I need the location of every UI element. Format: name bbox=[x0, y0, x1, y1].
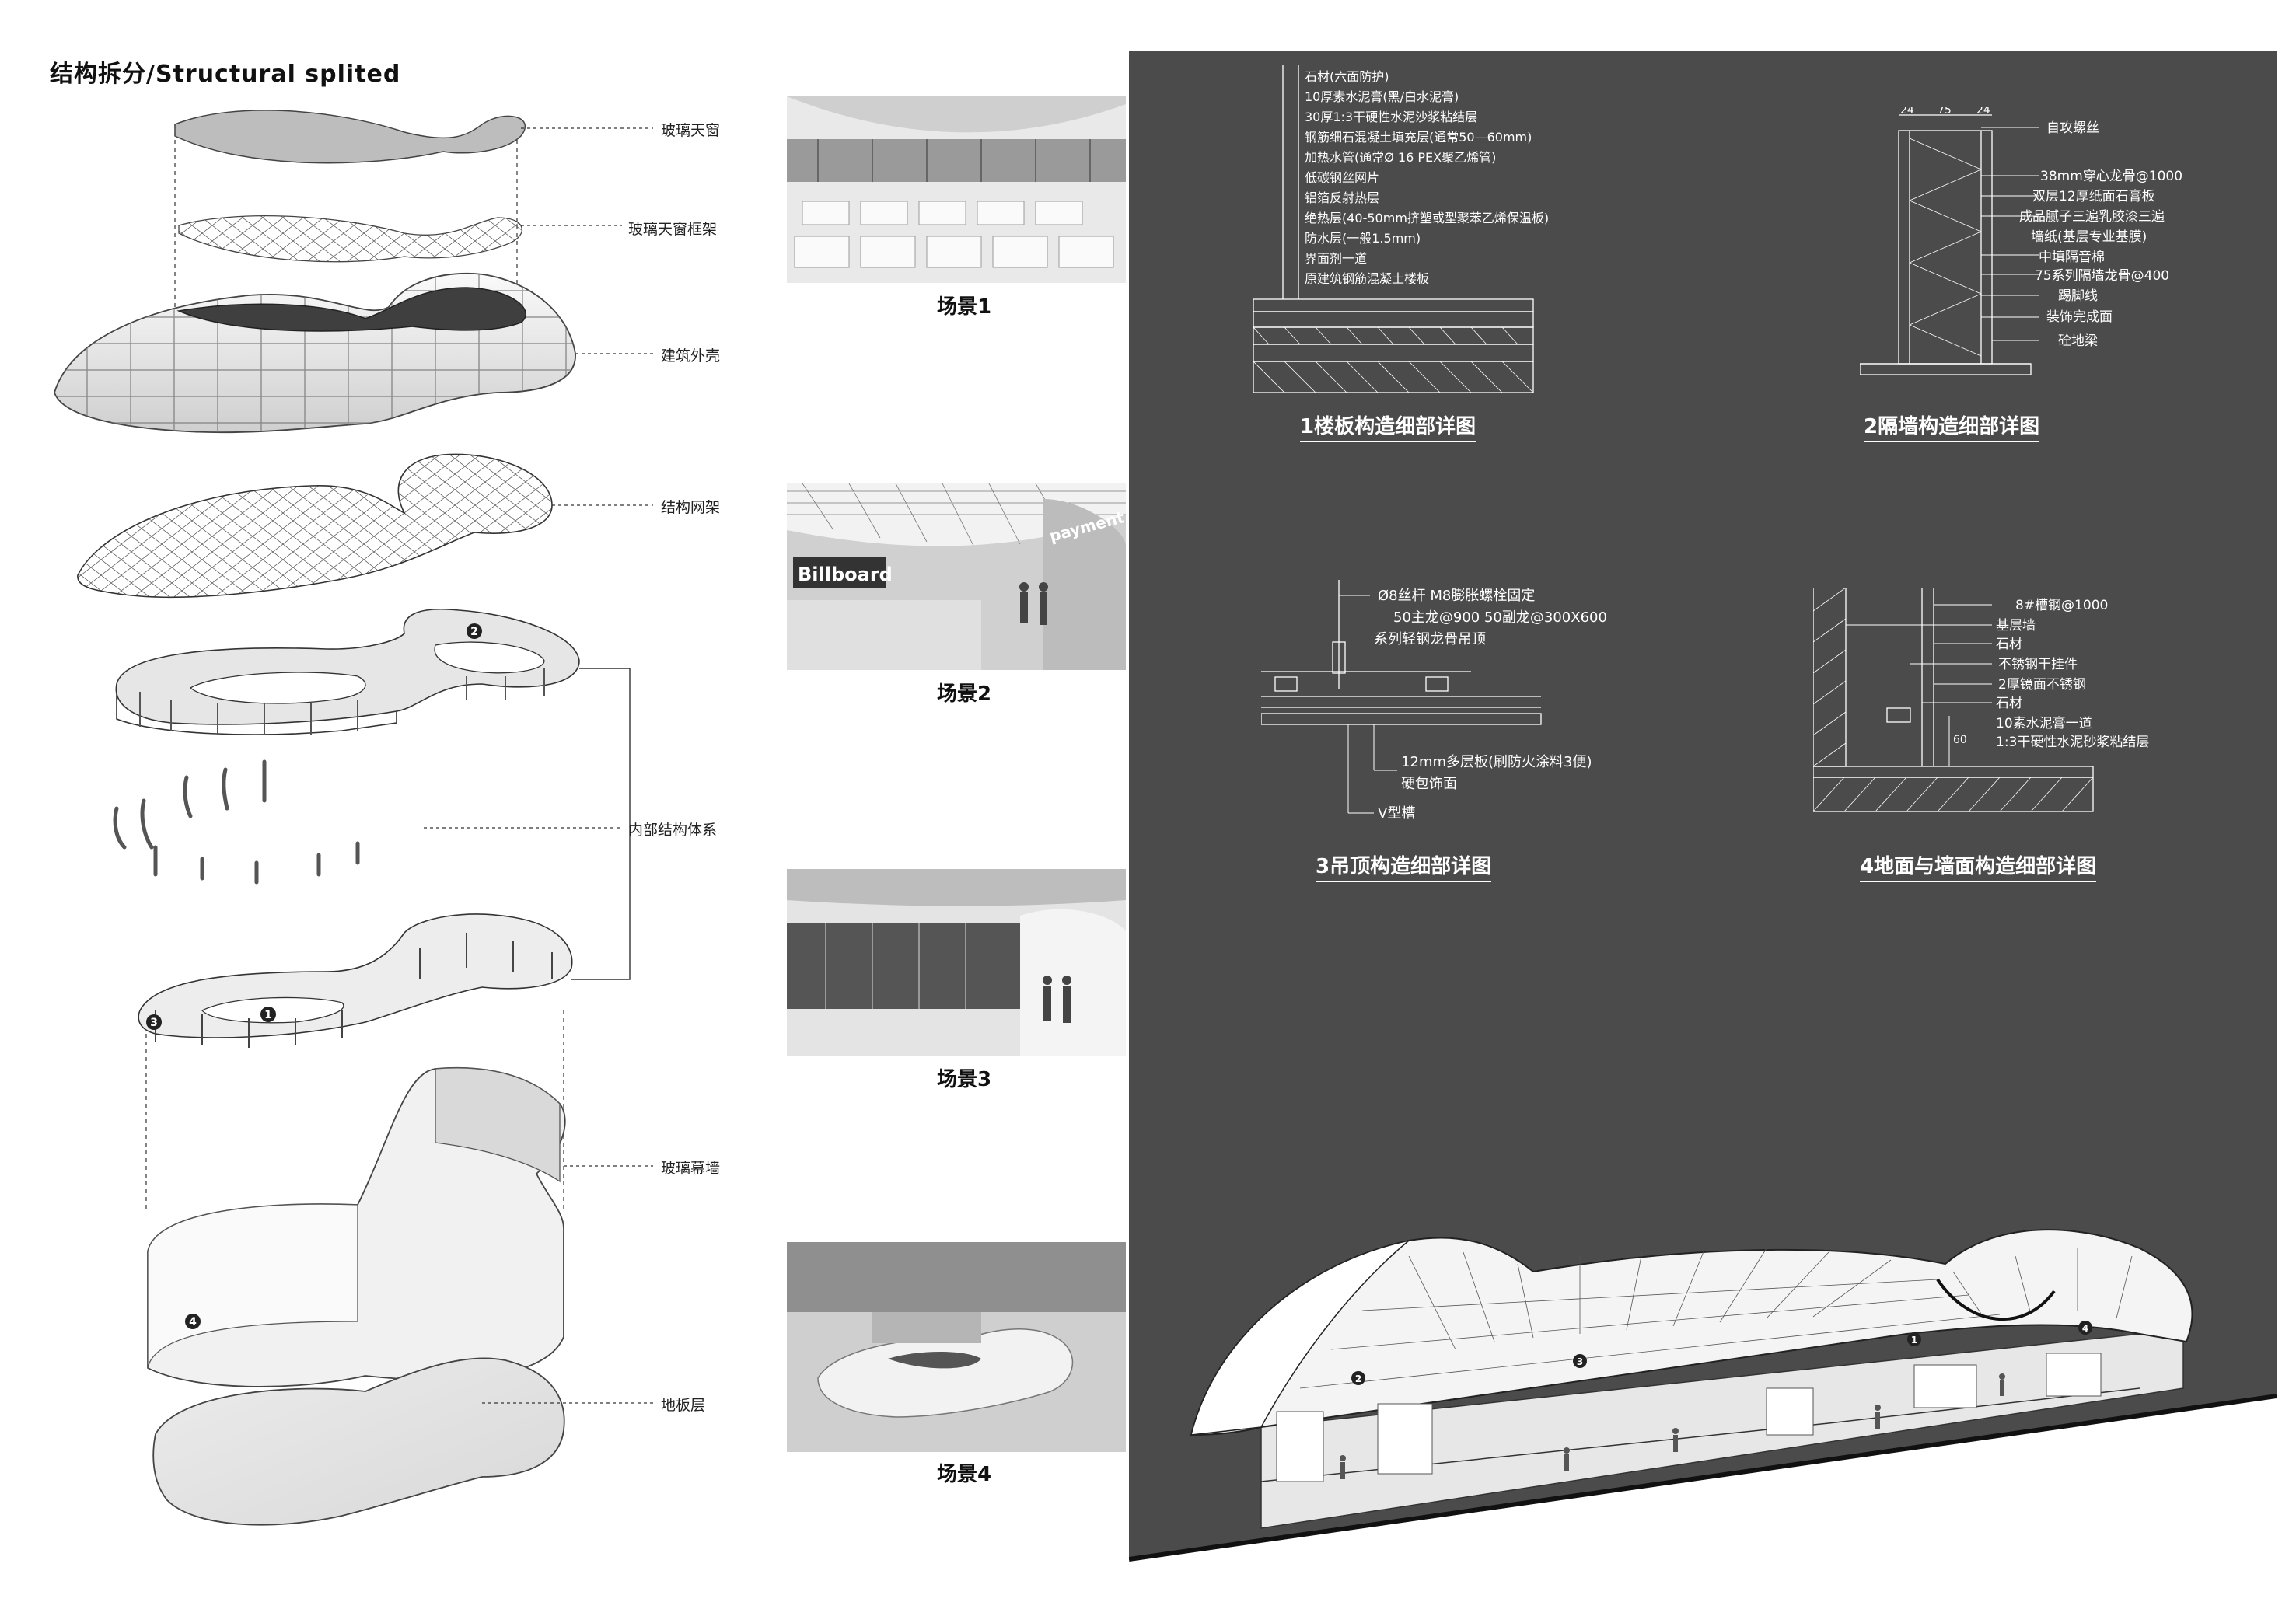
detail-4-line-1: 8#槽钢@1000 bbox=[2015, 598, 2108, 613]
detail-4-line-3: 石材 bbox=[1996, 637, 2022, 652]
scene-1-caption: 场景1 bbox=[937, 295, 992, 319]
detail-1-line-5: 加热水管(通常Ø 16 PEX聚乙烯管) bbox=[1305, 150, 1496, 165]
space-frame-layer bbox=[77, 453, 553, 599]
detail-2-line-9: 装饰完成面 bbox=[2046, 309, 2113, 325]
marker-1: 1 bbox=[264, 1009, 272, 1021]
building-shell-layer bbox=[54, 272, 576, 434]
detail-2-dim-1: 24 bbox=[1900, 107, 1914, 117]
exploded-axonometric-diagram: 2 3 1 4 bbox=[54, 110, 653, 1526]
section-marker-3: 3 bbox=[1577, 1356, 1583, 1367]
detail-4-line-8: 1:3干硬性水泥砂浆粘结层 bbox=[1996, 735, 2149, 750]
floor-slab-layer bbox=[152, 1357, 565, 1526]
floor-slab-detail-drawing: 石材(六面防护) 10厚素水泥膏(黑/白水泥膏) 30厚1:3干硬性水泥沙浆粘结… bbox=[1253, 65, 1549, 393]
detail-2-line-8: 踢脚线 bbox=[2058, 288, 2098, 304]
detail-1-line-8: 绝热层(40-50mm挤塑或型聚苯乙烯保温板) bbox=[1305, 211, 1549, 225]
label-internal-system: 内部结构体系 bbox=[628, 822, 718, 839]
detail-4-line-4: 不锈钢干挂件 bbox=[1998, 657, 2078, 672]
detail-2-dim-2: 75 bbox=[1938, 107, 1952, 117]
glass-skylight-layer bbox=[174, 110, 526, 164]
detail-3-caption: 3吊顶构造细部详图 bbox=[1316, 850, 1492, 882]
detail-2-label-group: 自攻螺丝 38mm穿心龙骨@1000 双层12厚纸面石膏板 成品腻子三遍乳胶漆三… bbox=[2019, 120, 2182, 349]
detail-1-line-2: 10厚素水泥膏(黑/白水泥膏) bbox=[1305, 89, 1459, 104]
section-marker-4: 4 bbox=[2082, 1323, 2088, 1334]
label-space-frame: 结构网架 bbox=[661, 499, 721, 516]
label-curtain-wall: 玻璃幕墙 bbox=[661, 1160, 721, 1177]
scene-3-caption: 场景3 bbox=[937, 1068, 992, 1091]
detail-4-line-5: 2厚镜面不锈钢 bbox=[1998, 677, 2086, 693]
detail-4-line-2: 基层墙 bbox=[1996, 618, 2036, 633]
scene-4-caption: 场景4 bbox=[937, 1463, 992, 1486]
detail-3-line-4: 12mm多层板(刷防火涂料3便) bbox=[1401, 754, 1592, 770]
label-floor-slab: 地板层 bbox=[661, 1397, 706, 1414]
detail-1-line-10: 界面剂一道 bbox=[1305, 251, 1367, 266]
skylight-frame-layer bbox=[178, 215, 522, 263]
scene-1-image bbox=[787, 96, 1126, 283]
detail-4-caption: 4地面与墙面构造细部详图 bbox=[1860, 850, 2097, 882]
detail-3-label-group: Ø8丝杆 M8膨胀螺栓固定 50主龙@900 50副龙@300X600 系列轻钢… bbox=[1374, 588, 1607, 822]
detail-3-line-5: 硬包饰面 bbox=[1401, 776, 1457, 792]
detail-1-line-1: 石材(六面防护) bbox=[1305, 69, 1389, 84]
detail-4-dim: 60 bbox=[1953, 734, 1967, 746]
scene-2-image: Billboard payment bbox=[787, 483, 1126, 670]
detail-3-line-2: 50主龙@900 50副龙@300X600 bbox=[1393, 609, 1607, 626]
detail-3-line-6: V型槽 bbox=[1378, 805, 1415, 822]
scene-2-caption: 场景2 bbox=[937, 682, 992, 706]
floor-wall-detail-drawing: 60 8#槽钢@1000 基层墙 石材 不锈钢干挂件 2厚镜面不锈钢 石材 10… bbox=[1813, 588, 2149, 812]
detail-4-line-6: 石材 bbox=[1996, 696, 2022, 711]
section-marker-1: 1 bbox=[1911, 1335, 1917, 1346]
detail-2-line-4: 成品腻子三遍乳胶漆三遍 bbox=[2019, 209, 2165, 225]
ceiling-detail-drawing: Ø8丝杆 M8膨胀螺栓固定 50主龙@900 50副龙@300X600 系列轻钢… bbox=[1261, 580, 1607, 822]
detail-2-line-6: 中填隔音棉 bbox=[2039, 250, 2105, 265]
label-glass-skylight: 玻璃天窗 bbox=[661, 122, 721, 139]
scene-3-image bbox=[787, 869, 1126, 1056]
detail-1-line-11: 原建筑钢筋混凝土楼板 bbox=[1305, 271, 1429, 286]
label-outer-shell: 建筑外壳 bbox=[661, 347, 721, 365]
detail-3-line-3: 系列轻钢龙骨吊顶 bbox=[1374, 631, 1486, 647]
section-marker-2: 2 bbox=[1355, 1373, 1361, 1384]
detail-2-line-7: 75系列隔墙龙骨@400 bbox=[2035, 268, 2169, 284]
detail-1-line-7: 铝箔反射热层 bbox=[1305, 190, 1379, 205]
detail-2-line-3: 双层12厚纸面石膏板 bbox=[2032, 188, 2155, 204]
detail-2-caption: 2隔墙构造细部详图 bbox=[1864, 410, 2040, 442]
detail-2-line-1: 自攻螺丝 bbox=[2046, 120, 2099, 136]
detail-1-line-9: 防水层(一般1.5mm) bbox=[1305, 231, 1421, 246]
detail-1-line-4: 钢筋细石混凝土填充层(通常50—60mm) bbox=[1305, 130, 1532, 145]
detail-1-line-3: 30厚1:3干硬性水泥沙浆粘结层 bbox=[1305, 110, 1477, 124]
column-layer bbox=[113, 759, 360, 885]
page-title: 结构拆分/Structural splited bbox=[50, 61, 401, 88]
detail-3-line-1: Ø8丝杆 M8膨胀螺栓固定 bbox=[1378, 588, 1535, 604]
scene-2-billboard-text: Billboard bbox=[798, 564, 893, 585]
building-section-perspective: 1 2 3 4 bbox=[1129, 1229, 2277, 1575]
detail-panel: 石材(六面防护) 10厚素水泥膏(黑/白水泥膏) 30厚1:3干硬性水泥沙浆粘结… bbox=[1129, 51, 2277, 1575]
marker-4: 4 bbox=[189, 1316, 197, 1328]
internal-structure-upper bbox=[115, 608, 580, 735]
label-skylight-frame: 玻璃天窗框架 bbox=[628, 221, 718, 238]
marker-3: 3 bbox=[150, 1017, 158, 1029]
detail-1-caption: 1楼板构造细部详图 bbox=[1300, 410, 1476, 442]
detail-2-dim-3: 24 bbox=[1976, 107, 1990, 117]
partition-wall-detail-drawing: 24 75 24 自攻螺丝 38mm穿心龙骨@1000 双层12厚纸面石膏板 成… bbox=[1860, 107, 2182, 375]
marker-group: 2 3 1 4 bbox=[146, 623, 482, 1329]
detail-4-line-7: 10素水泥膏一道 bbox=[1996, 715, 2092, 731]
detail-2-line-2: 38mm穿心龙骨@1000 bbox=[2040, 169, 2182, 184]
scene-4-image bbox=[787, 1242, 1126, 1452]
detail-1-label-group: 石材(六面防护) 10厚素水泥膏(黑/白水泥膏) 30厚1:3干硬性水泥沙浆粘结… bbox=[1305, 69, 1549, 286]
detail-4-label-group: 8#槽钢@1000 基层墙 石材 不锈钢干挂件 2厚镜面不锈钢 石材 10素水泥… bbox=[1996, 598, 2149, 750]
glass-curtain-wall-layer bbox=[147, 1066, 566, 1387]
detail-2-line-5: 墙纸(基层专业基膜) bbox=[2031, 229, 2147, 245]
detail-2-line-10: 砼地梁 bbox=[2058, 333, 2098, 349]
detail-1-line-6: 低碳钢丝网片 bbox=[1305, 170, 1379, 185]
internal-structure-lower bbox=[138, 913, 573, 1048]
marker-2: 2 bbox=[470, 626, 478, 638]
